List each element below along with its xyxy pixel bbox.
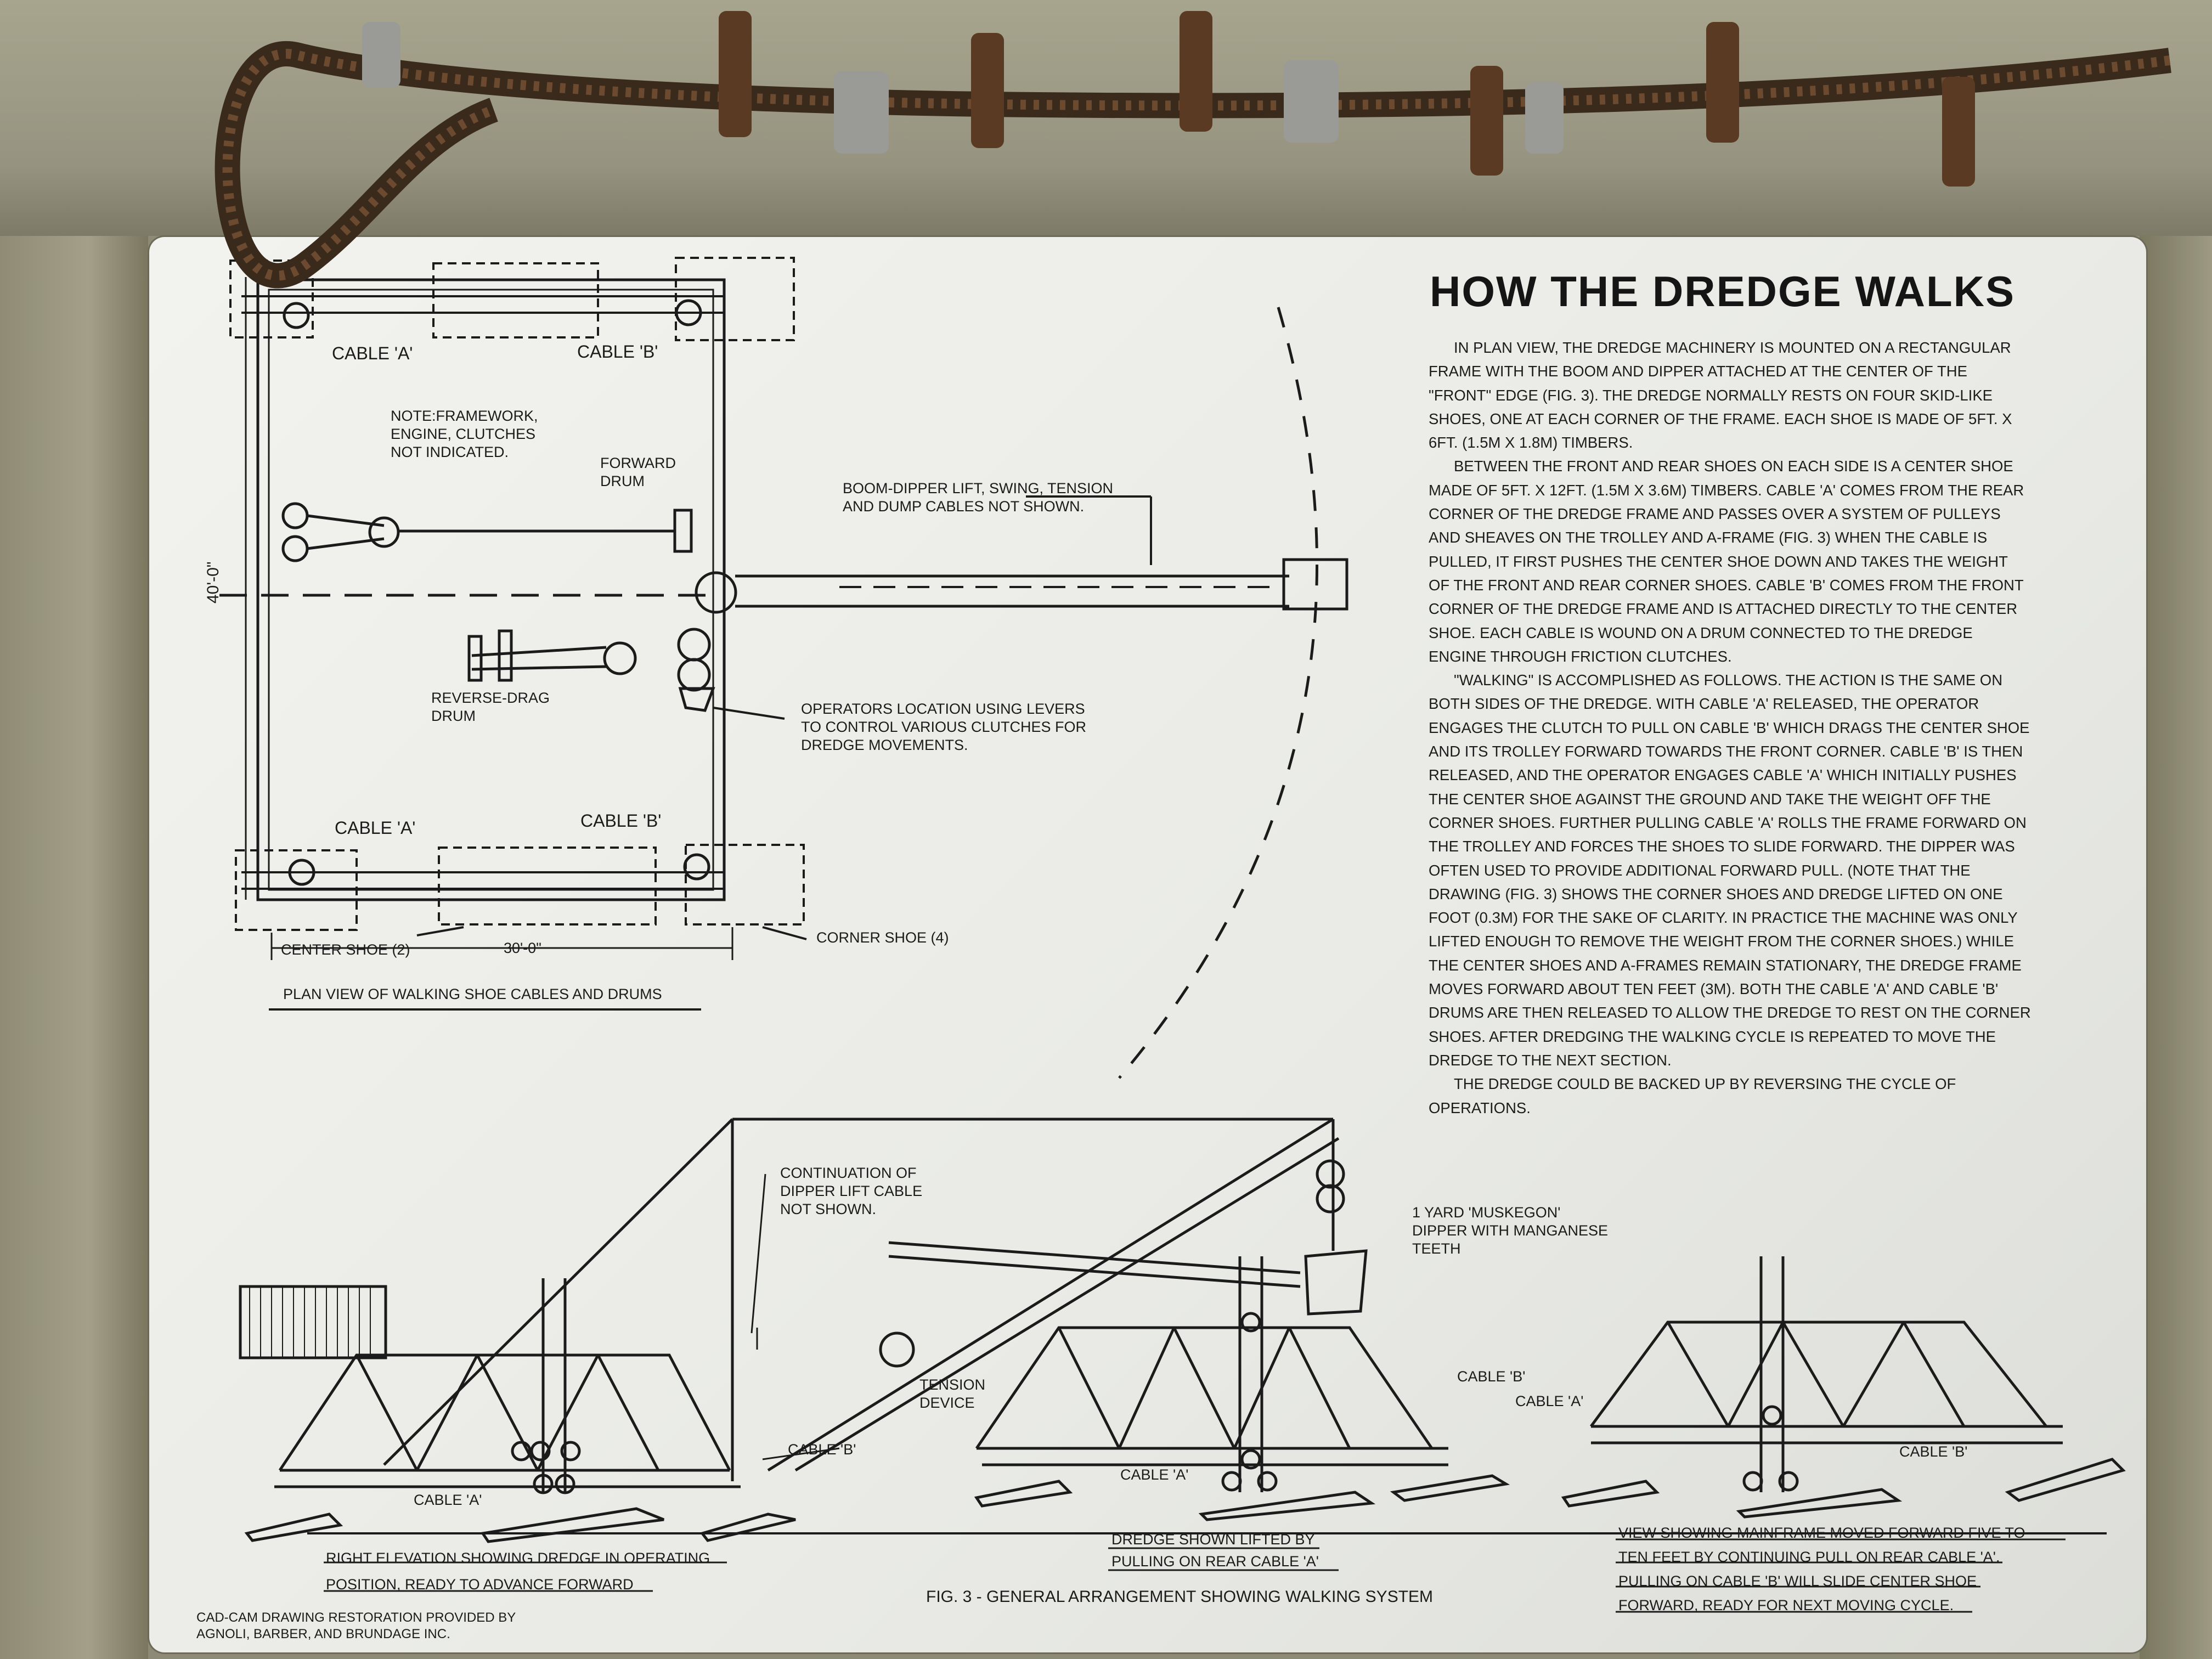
tension-device-label: TENSION DEVICE <box>919 1376 986 1411</box>
shoe-outlines <box>229 257 805 931</box>
center-shoe-label: CENTER SHOE (2) <box>281 941 410 958</box>
right-elevation-caption: RIGHT ELEVATION SHOWING DREDGE IN OPERAT… <box>326 1550 710 1593</box>
dredge-lifted-caption: DREDGE SHOWN LIFTED BY PULLING ON REAR C… <box>1111 1531 1319 1570</box>
sign-board <box>149 237 2146 1652</box>
operator-location-note: OPERATORS LOCATION USING LEVERS TO CONTR… <box>801 701 1087 753</box>
wire-rope <box>215 11 2171 289</box>
cable-a-label: CABLE 'A' <box>414 1492 482 1508</box>
cable-a-label: CABLE 'A' <box>1515 1393 1584 1409</box>
plan-view-caption: PLAN VIEW OF WALKING SHOE CABLES AND DRU… <box>283 986 662 1002</box>
article-paragraph: THE DREDGE COULD BE BACKED UP BY REVERSI… <box>1429 1075 1956 1116</box>
article-title: HOW THE DREDGE WALKS <box>1430 267 2015 315</box>
dimension-width: 30'-0" <box>504 940 541 956</box>
pivot-icon <box>695 571 737 614</box>
left-post <box>0 236 148 1659</box>
corner-shoe-label: CORNER SHOE (4) <box>816 929 949 946</box>
article-body: IN PLAN VIEW, THE DREDGE MACHINERY IS MO… <box>1429 336 2032 1120</box>
forward-drum-label: FORWARD DRUM <box>600 455 676 489</box>
muskegon-dipper-note: 1 YARD 'MUSKEGON' DIPPER WITH MANGANESE … <box>1412 1204 1609 1257</box>
figure-caption: FIG. 3 - GENERAL ARRANGEMENT SHOWING WAL… <box>926 1588 1434 1606</box>
dimension-height: 40'-0" <box>204 561 222 603</box>
article-paragraph: BETWEEN THE FRONT AND REAR SHOES ON EACH… <box>1429 458 2024 665</box>
mainframe-moved-caption: VIEW SHOWING MAINFRAME MOVED FORWARD FIV… <box>1618 1525 2025 1613</box>
article-paragraph: IN PLAN VIEW, THE DREDGE MACHINERY IS MO… <box>1429 339 2012 452</box>
article-paragraph: "WALKING" IS ACCOMPLISHED AS FOLLOWS. TH… <box>1429 672 2031 1069</box>
rope-clamp-icon <box>719 11 752 137</box>
boom-cables-note: BOOM-DIPPER LIFT, SWING, TENSION AND DUM… <box>843 480 1114 515</box>
bolt-clamp-icon <box>834 71 889 154</box>
dipper-icon <box>1304 1249 1368 1316</box>
plan-frame <box>256 278 726 901</box>
cable-a-top-label: CABLE 'A' <box>332 343 413 363</box>
cable-b-bottom-label: CABLE 'B' <box>580 811 662 831</box>
cable-b-label: CABLE 'B' <box>788 1441 856 1458</box>
right-post <box>2140 236 2212 1659</box>
cable-b-label: CABLE 'B' <box>1899 1443 1968 1460</box>
dipper-cable-note: CONTINUATION OF DIPPER LIFT CABLE NOT SH… <box>780 1165 923 1217</box>
tension-device-icon <box>879 1331 915 1368</box>
framework-note: NOTE:FRAMEWORK, ENGINE, CLUTCHES NOT IND… <box>391 408 538 460</box>
cable-a-bottom-label: CABLE 'A' <box>335 818 416 838</box>
sheave-icon <box>283 302 310 329</box>
swing-arc <box>1118 307 1318 1079</box>
reverse-drag-drum-label: REVERSE-DRAG DRUM <box>431 690 550 724</box>
cable-a-label: CABLE 'A' <box>1120 1466 1189 1483</box>
cable-b-top-label: CABLE 'B' <box>577 342 658 362</box>
engine-house <box>239 1285 387 1359</box>
restoration-credit: CAD-CAM DRAWING RESTORATION PROVIDED BY … <box>196 1610 516 1641</box>
cable-b-label: CABLE 'B' <box>1457 1368 1526 1385</box>
